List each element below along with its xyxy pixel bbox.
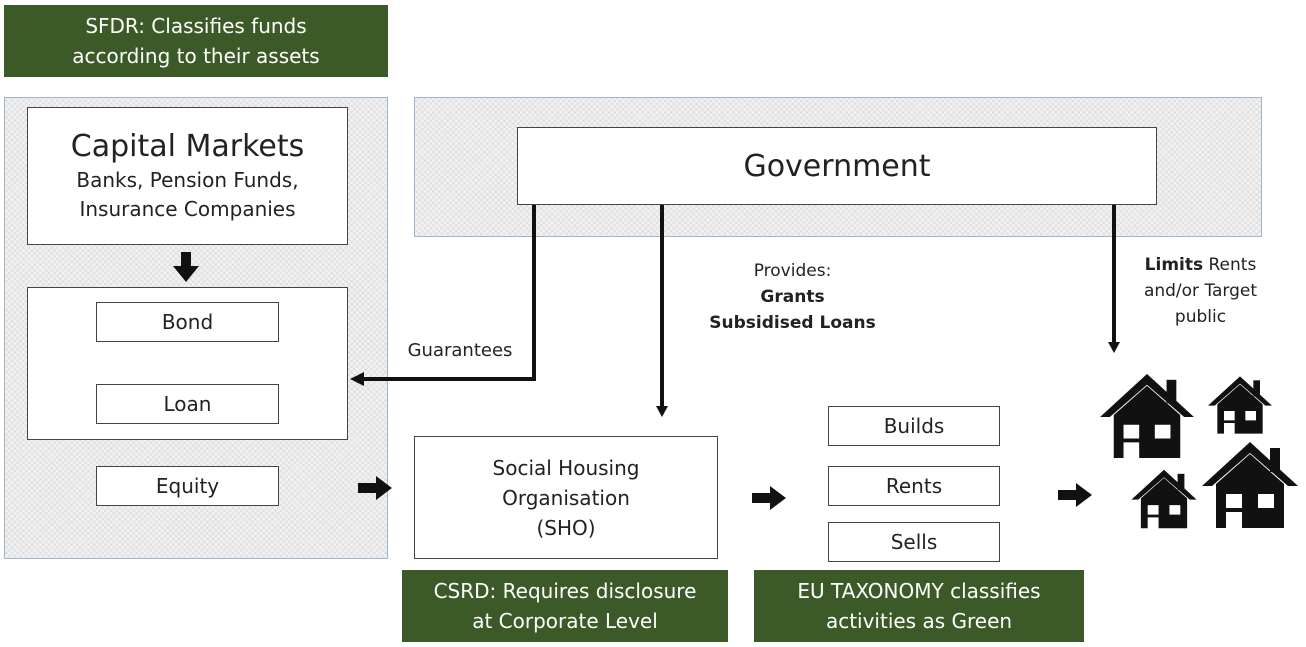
house-icon (1202, 442, 1298, 528)
limits-line3: public (1174, 307, 1227, 327)
down-arrow-icon (173, 252, 199, 282)
provides-label: Provides: Grants Subsidised Loans (690, 258, 895, 336)
capital-markets-subtitle-line2: Insurance Companies (79, 197, 296, 221)
capital-markets-title: Capital Markets (70, 129, 305, 164)
right-arrow-icon (752, 486, 786, 510)
sho-line2: Organisation (502, 485, 630, 510)
down-arrowhead-icon (1108, 342, 1120, 353)
sells-box: Sells (828, 522, 1000, 562)
csrd-label-line1: CSRD: Requires disclosure (433, 579, 697, 603)
rents-box: Rents (828, 466, 1000, 506)
limits-rents: Rents (1203, 255, 1257, 275)
eu-taxonomy-label-line2: activities as Green (825, 609, 1013, 633)
eu-taxonomy-label-line1: EU TAXONOMY classifies (797, 579, 1041, 603)
right-arrow-icon (1058, 483, 1092, 507)
house-icon (1100, 373, 1194, 459)
sfdr-label-line1: SFDR: Classifies funds (85, 14, 307, 38)
limits-label: Limits Rents and/or Target public (1128, 252, 1273, 330)
house-icon (1208, 376, 1272, 434)
limits-line (1112, 205, 1116, 347)
guarantees-line-horizontal (360, 377, 536, 381)
down-arrowhead-icon (656, 406, 668, 417)
sfdr-label-line2: according to their assets (72, 44, 320, 68)
csrd-label-line2: at Corporate Level (472, 609, 658, 633)
grants-line (660, 205, 664, 411)
sfdr-label: SFDR: Classifies funds according to thei… (4, 5, 388, 77)
left-arrowhead-icon (350, 372, 364, 386)
guarantees-line-vertical (532, 205, 536, 381)
provides-heading: Provides: (753, 261, 832, 281)
equity-box: Equity (96, 466, 279, 506)
capital-markets-box: Capital Markets Banks, Pension Funds, In… (27, 107, 348, 245)
loan-box: Loan (96, 384, 279, 424)
government-box: Government (517, 127, 1157, 205)
provides-subsidised-loans: Subsidised Loans (709, 313, 876, 333)
limits-bold: Limits (1144, 255, 1204, 275)
sho-box: Social Housing Organisation (SHO) (414, 436, 718, 559)
eu-taxonomy-label: EU TAXONOMY classifies activities as Gre… (754, 570, 1084, 642)
provides-grants: Grants (760, 287, 825, 307)
limits-line2: and/or Target (1143, 281, 1258, 301)
house-icon (1131, 469, 1197, 529)
capital-markets-subtitle-line1: Banks, Pension Funds, (76, 168, 299, 192)
builds-box: Builds (828, 406, 1000, 446)
sho-line1: Social Housing (492, 455, 640, 480)
csrd-label: CSRD: Requires disclosure at Corporate L… (402, 570, 728, 642)
sho-line3: (SHO) (536, 515, 596, 540)
right-arrow-icon (358, 476, 392, 500)
bond-box: Bond (96, 302, 279, 342)
guarantees-label: Guarantees (407, 340, 513, 361)
